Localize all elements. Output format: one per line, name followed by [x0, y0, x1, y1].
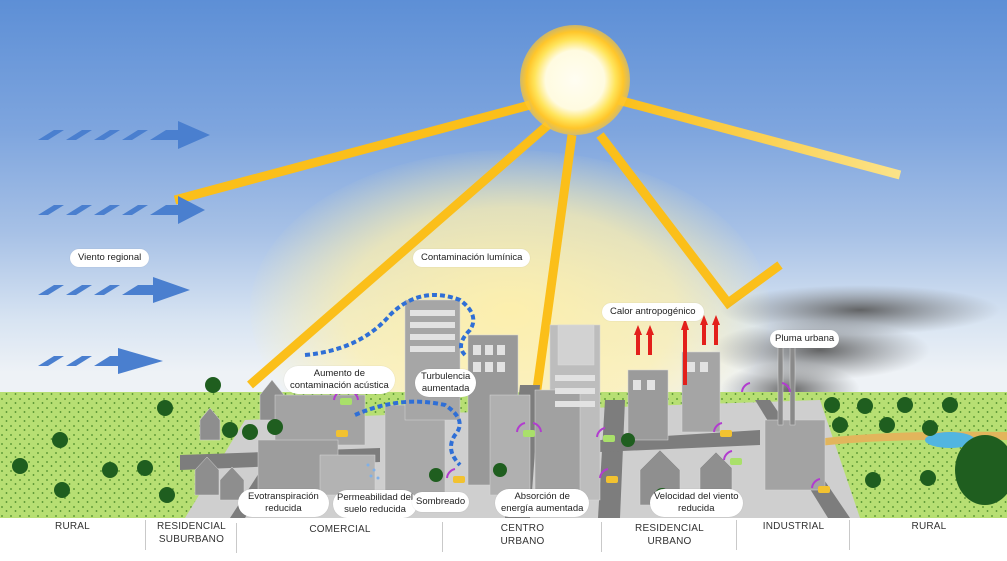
zone-rural-right: RURAL	[849, 520, 1007, 550]
label-wind-speed: Velocidad del viento reducida	[650, 489, 743, 517]
pond	[925, 432, 975, 448]
zone-rural-left: RURAL	[55, 521, 90, 532]
label-light-pollution: Contaminación lumínica	[413, 249, 531, 267]
urban-heat-island-scene: Viento regional Contaminación lumínica C…	[0, 0, 1007, 518]
label-turbulence: Turbulencia aumentada	[415, 369, 477, 397]
turbulence-lines	[304, 293, 476, 467]
rain-icon	[366, 463, 380, 480]
buildings	[194, 299, 826, 506]
label-noise-pollution: Aumento de contaminación acústica	[284, 366, 395, 394]
zone-commercial: COMERCIAL	[236, 523, 443, 553]
label-shading: Sombreado	[412, 492, 470, 512]
sun-icon	[520, 25, 630, 135]
zone-industrial: INDUSTRIAL	[736, 520, 850, 550]
label-evapotranspiration: Evotranspiración reducida	[238, 489, 329, 517]
anthropogenic-heat-arrows	[634, 315, 720, 385]
label-regional-wind: Viento regional	[70, 249, 150, 267]
label-energy-absorption: Absorción de energía aumentada	[495, 489, 590, 517]
trees	[12, 368, 1007, 505]
label-urban-plume: Pluma urbana	[770, 330, 840, 348]
label-anthropogenic-heat: Calor antropogénico	[602, 303, 704, 321]
label-soil-permeability: Permeabilidad del suelo reducida	[333, 490, 418, 518]
